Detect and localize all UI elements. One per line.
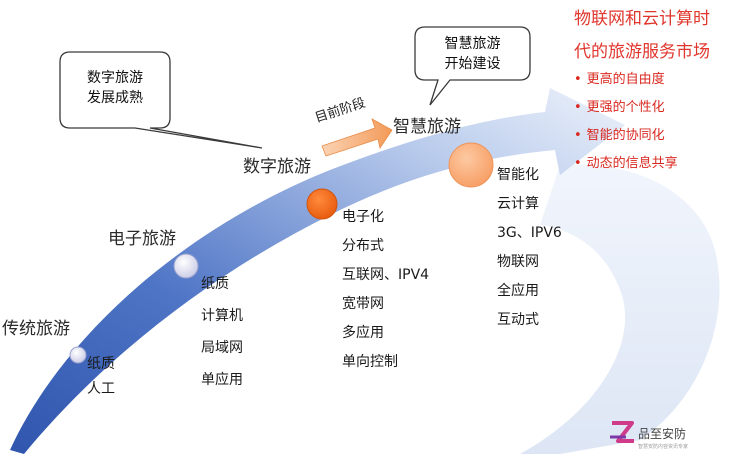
stage-label-electronic: 电子旅游 bbox=[108, 229, 176, 249]
callout-left-line-2: 发展成熟 bbox=[87, 90, 143, 106]
feature-item: 智能化 bbox=[497, 167, 539, 183]
logo-subtitle: 智慧安防内容资讯专家 bbox=[638, 444, 689, 450]
stage-label-traditional: 传统旅游 bbox=[2, 319, 70, 339]
callout-right-line-2: 开始建设 bbox=[444, 56, 501, 72]
stage-dot-traditional bbox=[69, 346, 87, 364]
feature-item: 人工 bbox=[87, 381, 115, 397]
stage-dot-electronic bbox=[173, 253, 199, 279]
stage-dot-digital bbox=[306, 188, 338, 220]
growth-sweep-arrow bbox=[10, 88, 625, 454]
feature-item: 互联网、IPV4 bbox=[342, 267, 430, 283]
stage-label-digital: 数字旅游 bbox=[243, 157, 311, 177]
feature-item: 单应用 bbox=[201, 372, 243, 388]
feature-item: 计算机 bbox=[201, 308, 243, 324]
future-feature-item: 动态的信息共享 bbox=[574, 150, 678, 178]
feature-item: 局域网 bbox=[201, 340, 243, 356]
callout-right-line-1: 智慧旅游 bbox=[444, 36, 501, 52]
future-title-line-2: 代的旅游服务市场 bbox=[574, 42, 710, 62]
callout-bubble-right bbox=[414, 26, 531, 106]
future-feature-item: 更高的自由度 bbox=[574, 66, 678, 94]
future-feature-item: 更强的个性化 bbox=[574, 94, 678, 122]
stage-dot-smart bbox=[448, 142, 494, 188]
features-traditional: 纸质 人工 bbox=[87, 352, 115, 402]
features-smart: 智能化 云计算 3G、IPV6 物联网 全应用 互动式 bbox=[497, 161, 562, 335]
callout-bubble-left bbox=[59, 51, 263, 149]
feature-item: 3G、IPV6 bbox=[497, 225, 562, 241]
future-title-line-1: 物联网和云计算时 bbox=[574, 9, 710, 29]
feature-item: 分布式 bbox=[342, 238, 384, 254]
logo-mark bbox=[610, 421, 634, 443]
feature-item: 云计算 bbox=[497, 196, 539, 212]
future-feature-item: 智能的协同化 bbox=[574, 122, 678, 150]
callout-left-text: 数字旅游 发展成熟 bbox=[60, 68, 170, 108]
features-electronic: 纸质 计算机 局域网 单应用 bbox=[201, 268, 243, 396]
feature-item: 电子化 bbox=[342, 209, 384, 225]
feature-item: 宽带网 bbox=[342, 296, 384, 312]
background-curl bbox=[520, 164, 720, 454]
feature-item: 互动式 bbox=[497, 312, 539, 328]
features-digital: 电子化 分布式 互联网、IPV4 宽带网 多应用 单向控制 bbox=[342, 203, 429, 377]
logo-name: 品至安防 bbox=[638, 427, 687, 441]
stage-label-smart: 智慧旅游 bbox=[393, 117, 461, 137]
feature-item: 多应用 bbox=[342, 325, 384, 341]
feature-item: 纸质 bbox=[201, 276, 229, 292]
future-feature-list: 更高的自由度 更强的个性化 智能的协同化 动态的信息共享 bbox=[574, 66, 678, 178]
feature-item: 单向控制 bbox=[342, 354, 398, 370]
current-stage-arrow bbox=[321, 118, 393, 157]
feature-item: 全应用 bbox=[497, 283, 539, 299]
callout-right-text: 智慧旅游 开始建设 bbox=[415, 34, 530, 74]
callout-left-line-1: 数字旅游 bbox=[87, 70, 143, 86]
feature-item: 物联网 bbox=[497, 254, 539, 270]
feature-item: 纸质 bbox=[87, 356, 115, 372]
